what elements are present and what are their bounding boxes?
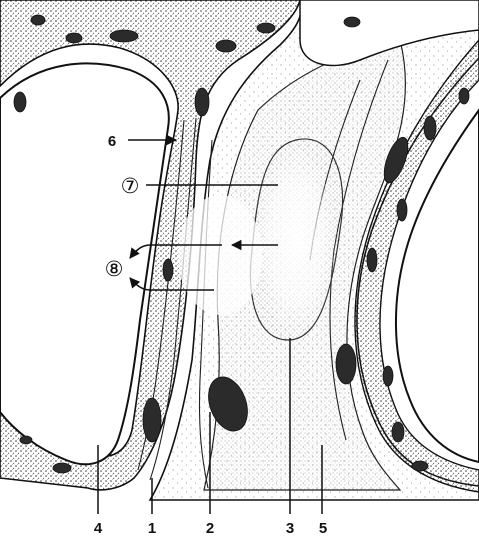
label-4: 4 (94, 520, 103, 537)
label-6: 6 (108, 133, 116, 150)
label-5: 5 (319, 520, 327, 537)
label-7: ⑦ (121, 174, 140, 198)
label-2: 2 (206, 520, 214, 537)
label-1: 1 (148, 520, 156, 537)
label-3: 3 (286, 520, 294, 537)
label-8: ⑧ (105, 257, 124, 281)
diffusion-zone (178, 195, 262, 315)
